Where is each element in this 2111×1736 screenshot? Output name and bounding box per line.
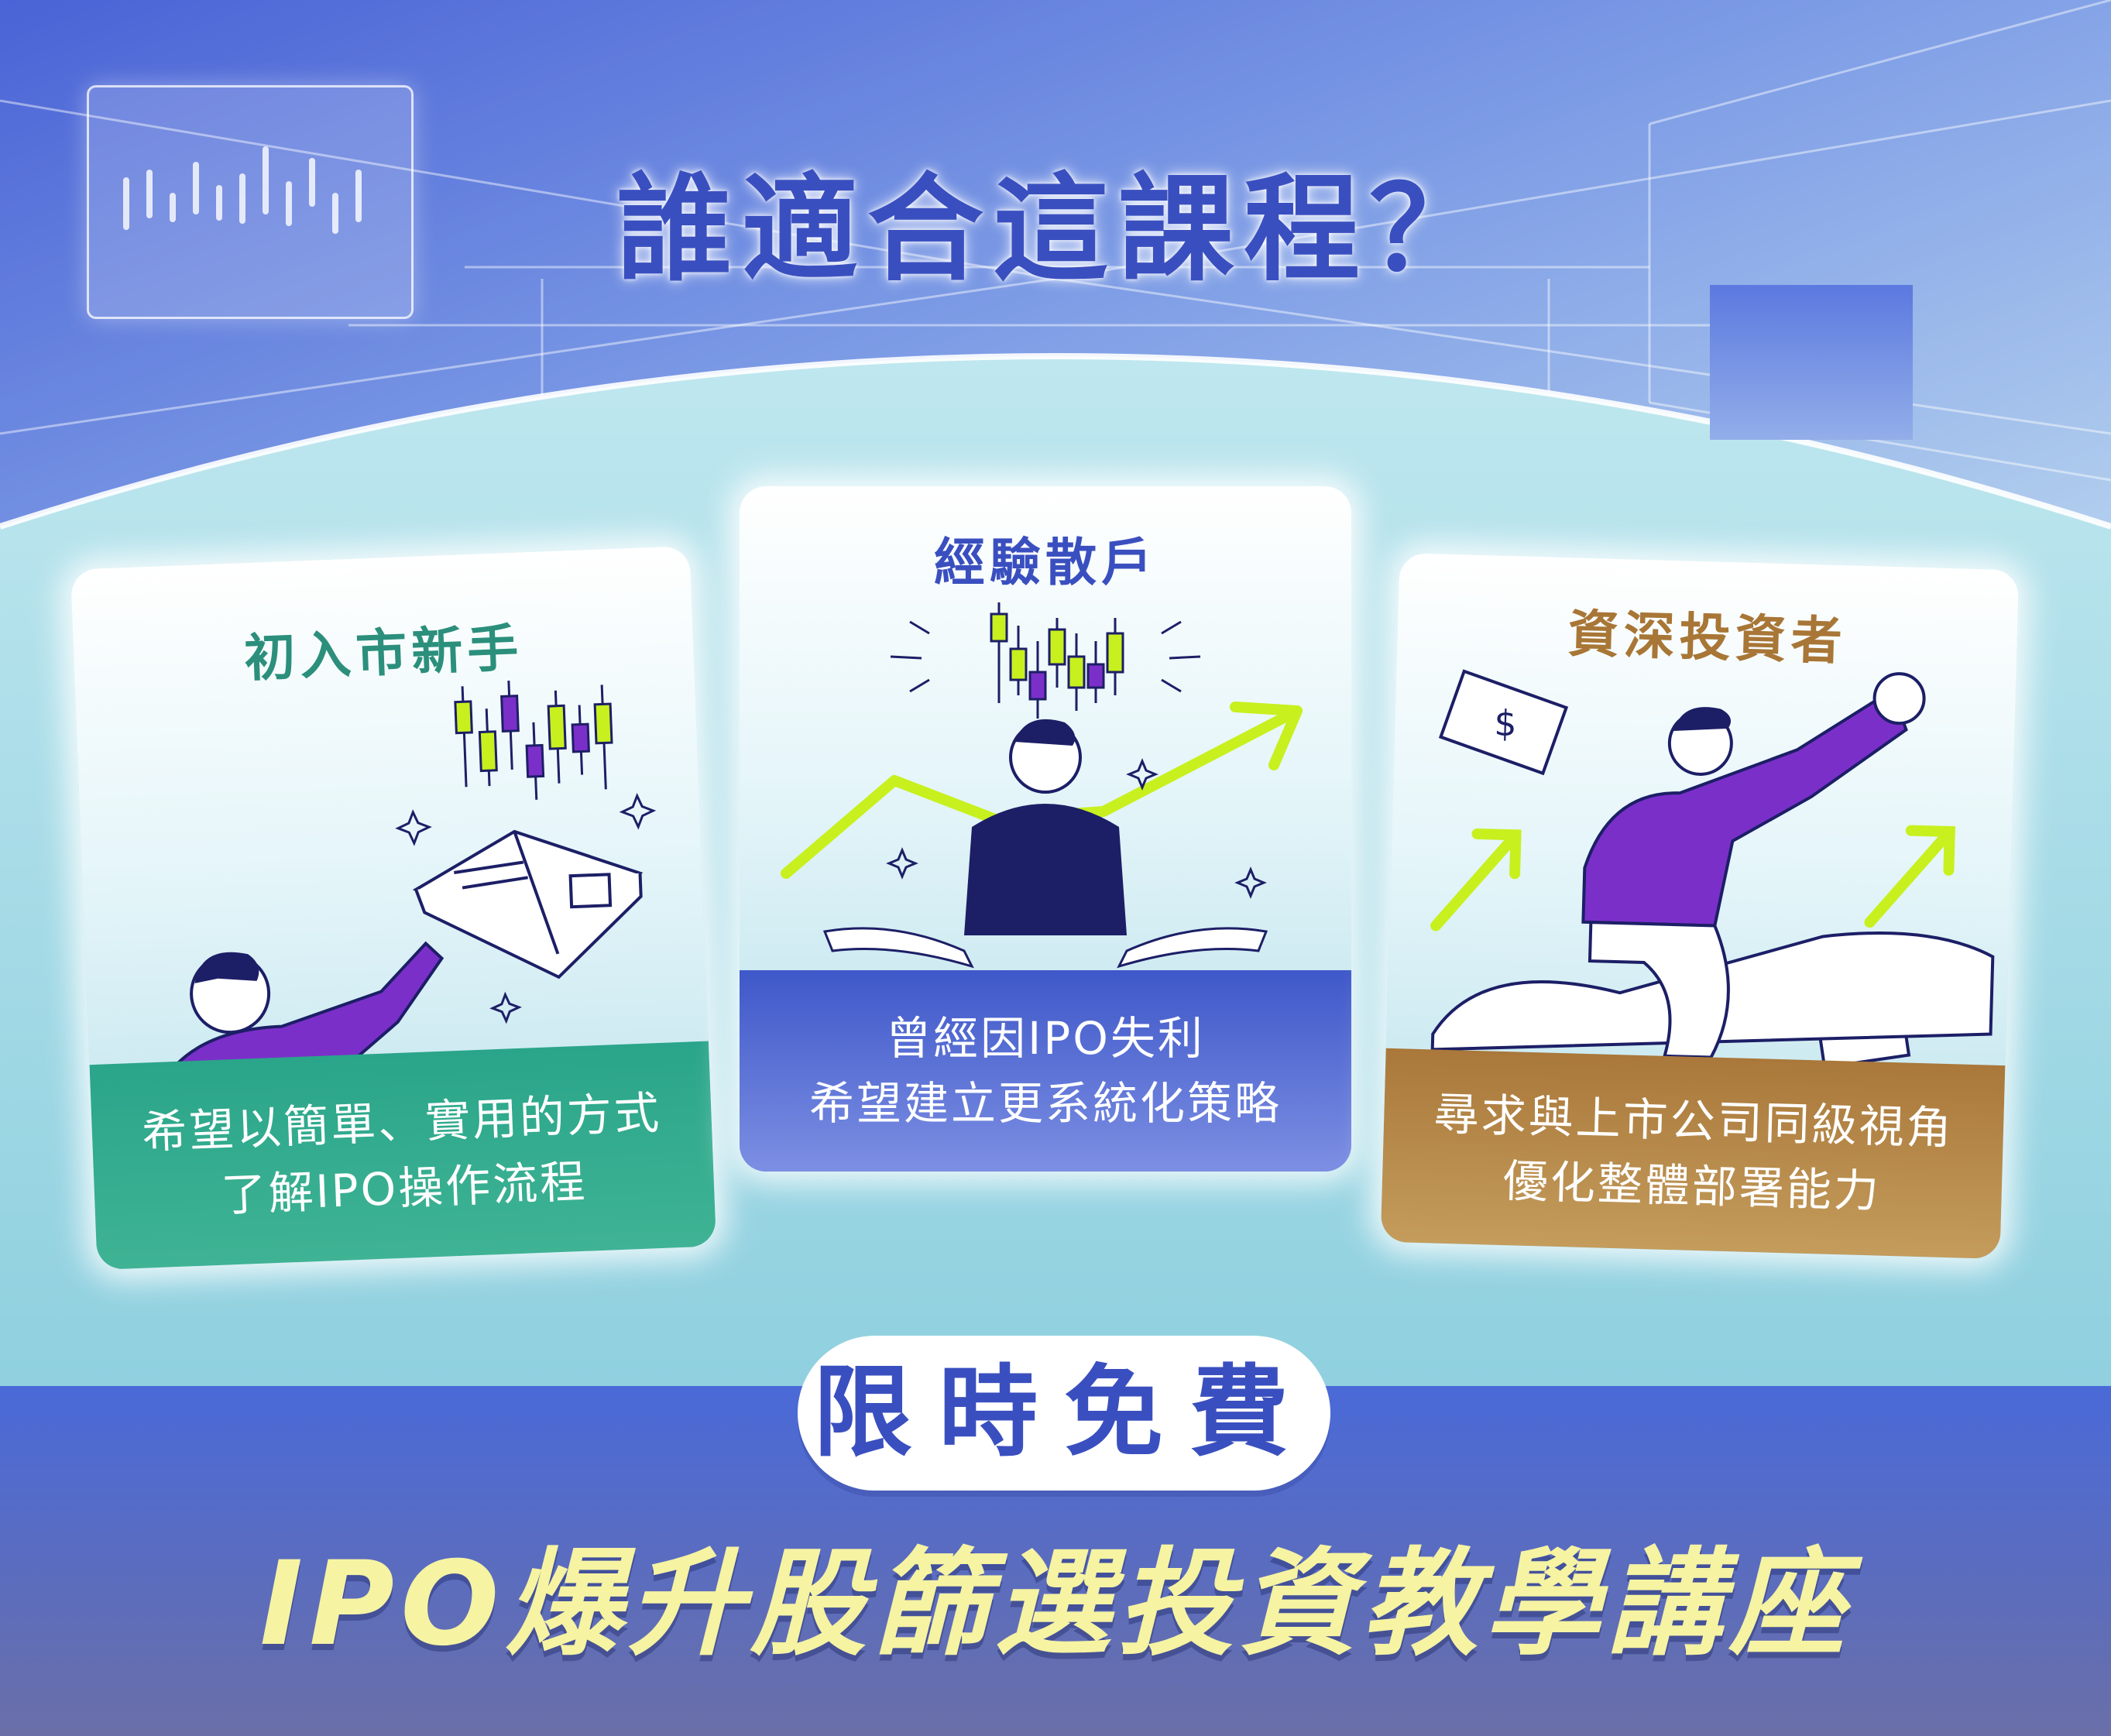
card-description: 曾經因IPO失利 希望建立更系統化策略 bbox=[740, 970, 1351, 1172]
card-description: 希望以簡單、實用的方式 了解IPO操作流程 bbox=[89, 1041, 717, 1271]
card-senior: $ 資深投資者 尋求與上市公司同級視角 優化整體部署能力 bbox=[1380, 553, 2020, 1259]
svg-text:$: $ bbox=[1494, 702, 1518, 745]
burst-lines bbox=[890, 620, 1201, 693]
card-illustration bbox=[781, 602, 1303, 969]
open-book-icon bbox=[412, 829, 644, 980]
senior-person-figure bbox=[1581, 672, 1926, 1059]
sparkle-icon bbox=[886, 758, 1267, 899]
free-badge: 限時免費 bbox=[798, 1336, 1330, 1491]
chart-widget-decoration bbox=[87, 85, 414, 319]
decorative-block bbox=[1710, 285, 1913, 440]
sparkle-icon bbox=[395, 793, 657, 1024]
card-desc-line-1: 曾經因IPO失利 bbox=[886, 1011, 1205, 1065]
candlestick-chart-icon bbox=[454, 681, 613, 800]
card-desc-line-2: 了解IPO操作流程 bbox=[220, 1154, 589, 1222]
card-experienced: 經驗散戶 曾經因IPO失利 希望建立更系統化策略 bbox=[740, 486, 1351, 1172]
page-title: 誰適合這課程？ bbox=[616, 163, 1495, 297]
meditating-person-figure bbox=[822, 719, 1268, 969]
card-illustration: $ bbox=[1430, 669, 1995, 1069]
card-beginner: 初入市新手 希望以簡單、實用的方式 了解IPO操作流程 bbox=[70, 545, 717, 1271]
card-title: 經驗散戶 bbox=[934, 533, 1157, 592]
course-title: IPO爆升股篩選投資教學講座 bbox=[259, 1537, 1852, 1672]
card-desc-line-2: 希望建立更系統化策略 bbox=[808, 1077, 1282, 1130]
perspective-grid bbox=[0, 0, 2111, 482]
bar-chart-icon bbox=[123, 146, 362, 234]
card-description: 尋求與上市公司同級視角 優化整體部署能力 bbox=[1380, 1048, 2006, 1259]
card-desc-line-2: 優化整體部署能力 bbox=[1502, 1154, 1882, 1218]
candlestick-chart-icon bbox=[990, 602, 1124, 719]
trend-arrow-icon bbox=[1430, 825, 1955, 931]
